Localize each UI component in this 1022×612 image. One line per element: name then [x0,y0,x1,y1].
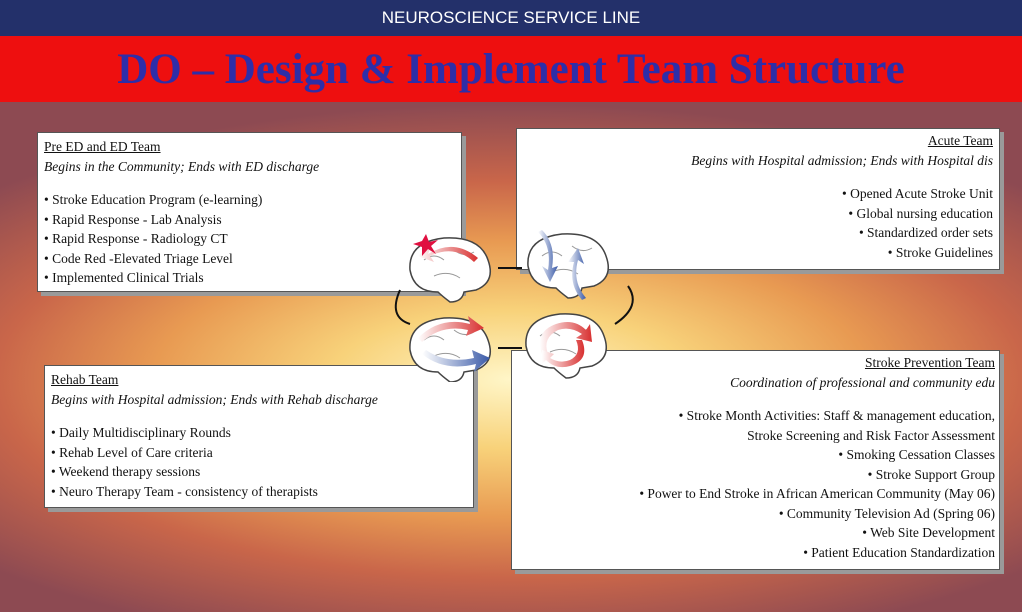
red-arrow-icon [539,322,592,354]
stroke-prevention-team-box: Stroke Prevention Team Coordination of p… [511,350,1000,570]
prevention-team-list: • Stroke Month Activities: Staff & manag… [516,406,995,562]
list-item: • Stroke Month Activities: Staff & manag… [678,408,995,423]
title-bar: DO – Design & Implement Team Structure [0,36,1022,102]
brain-icon [409,316,491,382]
list-item: • Neuro Therapy Team - consistency of th… [51,483,318,499]
list-item: • Global nursing education [848,205,993,221]
list-item: • Rapid Response - Lab Analysis [44,211,222,227]
service-line-label: NEUROSCIENCE SERVICE LINE [381,8,641,27]
list-item: • Rapid Response - Radiology CT [44,231,228,246]
pre-ed-team-box: Pre ED and ED Team Begins in the Communi… [37,132,462,292]
list-item: • Rehab Level of Care criteria [51,444,213,460]
brain-icon [527,230,609,300]
brain-cycle-diagram [394,230,634,382]
top-bar: NEUROSCIENCE SERVICE LINE [0,0,1022,36]
list-item: • Stroke Education Program (e-learning) [44,192,263,207]
acute-team-subtitle: Begins with Hospital admission; Ends wit… [691,152,993,168]
brain-icon [409,234,491,303]
list-item: • Weekend therapy sessions [51,464,201,479]
acute-team-box: Acute Team Begins with Hospital admissio… [516,128,1000,270]
connector-line [614,285,634,325]
red-arrow-icon [418,244,478,262]
rehab-team-subtitle: Begins with Hospital admission; Ends wit… [51,391,378,407]
pre-ed-team-list: • Stroke Education Program (e-learning) … [44,190,455,288]
blue-arrow-icon [538,230,558,282]
acute-team-title: Acute Team [927,133,993,148]
rehab-team-list: • Daily Multidisciplinary Rounds • Rehab… [51,423,467,501]
rehab-team-title: Rehab Team [51,372,119,387]
connector-line [394,289,411,325]
list-item: • Stroke Guidelines [887,244,993,260]
list-item: • Power to End Stroke in African America… [639,486,995,501]
pre-ed-team-subtitle: Begins in the Community; Ends with ED di… [44,158,320,174]
starburst-icon [413,234,438,256]
list-item: • Patient Education Standardization [803,544,995,560]
blue-arrow-icon [422,350,490,372]
list-item: Stroke Screening and Risk Factor Assessm… [747,427,995,443]
list-item: • Implemented Clinical Trials [44,270,204,285]
list-item: • Standardized order sets [858,225,993,240]
list-item: • Code Red -Elevated Triage Level [44,250,233,266]
list-item: • Community Television Ad (Spring 06) [778,505,995,521]
prevention-team-subtitle: Coordination of professional and communi… [730,374,995,390]
prevention-team-title: Stroke Prevention Team [864,355,995,370]
rehab-team-box: Rehab Team Begins with Hospital admissio… [44,365,474,508]
pre-ed-team-title: Pre ED and ED Team [44,139,161,154]
red-arrow-icon [418,316,484,342]
brain-icon [525,313,607,379]
red-arrow-icon [542,340,585,368]
list-item: • Smoking Cessation Classes [838,447,995,462]
list-item: • Opened Acute Stroke Unit [842,186,993,201]
list-item: • Stroke Support Group [867,466,995,482]
list-item: • Daily Multidisciplinary Rounds [51,425,231,440]
page-title: DO – Design & Implement Team Structure [117,45,905,93]
acute-team-list: • Opened Acute Stroke Unit • Global nurs… [523,184,993,262]
blue-arrow-icon [568,248,586,300]
list-item: • Web Site Development [862,525,995,540]
